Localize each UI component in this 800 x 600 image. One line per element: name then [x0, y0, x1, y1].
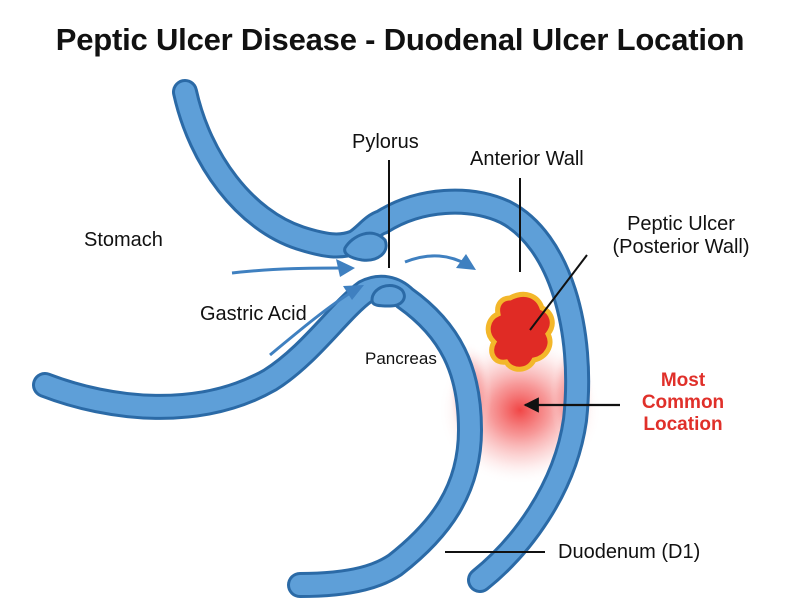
lower-gut-wall [32, 274, 484, 598]
pyloric-sphincter-upper [343, 231, 388, 262]
peptic-ulcer-pointer-line [529, 254, 588, 331]
acid-arrow-duodenum [404, 254, 469, 267]
most-common-location-label: Most Common Location [618, 370, 748, 436]
upper-gut-wall [172, 79, 591, 593]
acid-arrowhead-upper [336, 259, 355, 277]
pyloric-sphincter-lower [370, 284, 406, 308]
pylorus-label: Pylorus [352, 131, 419, 153]
most-common-line2: Common [641, 391, 725, 413]
stomach-label: Stomach [84, 229, 163, 251]
peptic-ulcer-label: Peptic Ulcer (Posterior Wall) [596, 213, 766, 259]
acid-arrowhead-duodenum [456, 254, 476, 270]
acid-arrowhead-lower [343, 285, 364, 300]
anterior-wall-label: Anterior Wall [470, 148, 584, 170]
peptic-ulcer-label-line1: Peptic Ulcer [627, 213, 735, 235]
acid-arrow-lower [269, 288, 356, 357]
gastric-acid-label: Gastric Acid [200, 303, 307, 325]
most-common-line3: Location [643, 413, 723, 435]
duodenum-label: Duodenum (D1) [558, 541, 701, 563]
page-title: Peptic Ulcer Disease - Duodenal Ulcer Lo… [55, 22, 745, 57]
pancreas-label: Pancreas [365, 349, 437, 368]
peptic-ulcer-lesion [485, 291, 555, 372]
peptic-ulcer-label-line2: (Posterior Wall) [612, 236, 750, 258]
most-common-line1: Most [660, 370, 706, 391]
acid-arrow-upper [231, 266, 346, 275]
